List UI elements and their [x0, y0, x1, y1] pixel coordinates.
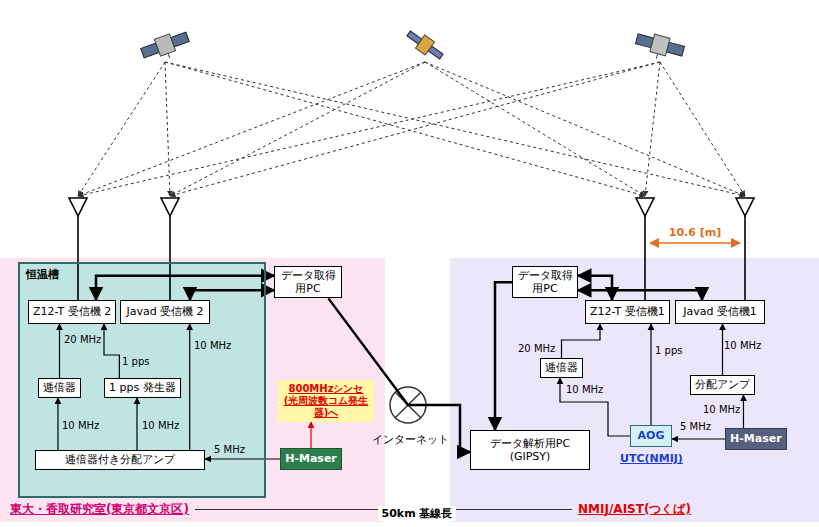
box-label: 800MHzシンセ(光周波数コム発生器)へ [283, 383, 369, 419]
label-text: 10.6 [m] [669, 226, 722, 239]
receiver-box: Javad 受信機1 [675, 300, 765, 324]
frequency-text: 5 MHz [680, 421, 711, 432]
site-region: NMIJ/AIST(つくば) データ取得用PC Z12-T 受信機1 Javad 受信… [450, 258, 819, 522]
signal-connector [190, 290, 274, 300]
frequency-label: 5 MHz [680, 421, 711, 432]
frequency-text: 1 pps [655, 345, 682, 356]
satellite [139, 28, 192, 66]
receiver-box: Javad 受信機 2 [120, 300, 210, 324]
signal-connector [136, 398, 137, 450]
frequency-text: 10 MHz [703, 404, 740, 415]
signal-connector [96, 276, 274, 300]
frequency-text: 20 MHz [518, 343, 555, 354]
box-label: 逓倍器 [545, 361, 578, 374]
frequency-label: 20 MHz [64, 334, 101, 345]
distribution-amp-box: 分配アンプ [690, 375, 755, 395]
pc-box: データ取得用PC [512, 266, 578, 298]
frequency-label: 10 MHz [142, 420, 179, 431]
frequency-label: 1 pps [655, 345, 682, 356]
frequency-label: 10 MHz [566, 384, 603, 395]
frequency-text: 5 MHz [214, 444, 245, 455]
label-text: インターネット [372, 433, 449, 446]
signal-connector [104, 324, 119, 378]
box-label: 分配アンプ [695, 378, 750, 391]
label-text: 50km 基線長 [382, 507, 453, 520]
box-label: 逓倍器 [43, 381, 76, 394]
multiplier-box: 逓倍器 [540, 358, 583, 378]
frequency-label: 10 MHz [194, 340, 231, 351]
frequency-text: 10 MHz [62, 420, 99, 431]
distance-arrow [650, 242, 740, 244]
baseline-label: 50km 基線長 [378, 506, 457, 521]
frequency-text: 10 MHz [724, 340, 761, 351]
satellite-signal [78, 62, 745, 196]
signal-connector [328, 298, 470, 452]
region-fill [18, 262, 266, 498]
antenna [69, 198, 754, 300]
region-heading: 恒温槽 [26, 267, 59, 282]
box-label: AOG [638, 429, 665, 442]
signal-connector [650, 324, 651, 425]
box-label: Z12-T 受信機1 [590, 305, 665, 318]
pc-box: データ取得用PC [274, 266, 342, 298]
aog-box: AOG [630, 425, 672, 447]
synth-note: 800MHzシンセ(光周波数コム発生器)へ [278, 380, 374, 422]
site-region: 東大・香取研究室(東京都文京区) 恒温槽 Z12-T 受信機 2 Javad 受信機 … [0, 258, 385, 522]
satellite [633, 30, 685, 65]
analysis-pc-box: データ解析用PC (GIPSY) [470, 430, 590, 470]
box-label: Javad 受信機1 [683, 305, 757, 318]
box-label: H-Maser [285, 452, 337, 465]
multiplier-box: 逓倍器 [38, 378, 81, 398]
distance-label: 10.6 [m] [669, 226, 722, 239]
frequency-label: 1 pps [122, 356, 149, 367]
frequency-label: 5 MHz [214, 444, 245, 455]
frequency-label: 20 MHz [518, 343, 555, 354]
frequency-text: 10 MHz [566, 384, 603, 395]
satellite [404, 27, 446, 63]
distribution-amp-box: 逓倍器付き分配アンプ [35, 450, 205, 470]
signal-connector [672, 438, 725, 439]
time-scale-label: UTC(NMIJ) [620, 452, 683, 465]
signal-connector [310, 422, 311, 448]
signal-connector [59, 324, 60, 378]
box-label: データ取得用PC [279, 269, 337, 295]
receiver-box: Z12-T 受信機 2 [28, 300, 116, 324]
box-label: 逓倍器付き分配アンプ [65, 453, 175, 466]
region-heading: 東大・香取研究室(東京都文京区) [10, 501, 189, 518]
maser-box: H-Maser [280, 448, 342, 470]
signal-connector [743, 395, 744, 428]
signal-connector [578, 290, 702, 300]
frequency-text: 10 MHz [194, 340, 231, 351]
frequency-label: 10 MHz [62, 420, 99, 431]
signal-connector [562, 324, 601, 358]
receiver-box: Z12-T 受信機1 [585, 300, 670, 324]
box-label: Javad 受信機 2 [126, 305, 203, 318]
signal-connector [495, 282, 512, 430]
box-label: Z12-T 受信機 2 [33, 305, 111, 318]
box-label: データ取得用PC [517, 269, 573, 295]
frequency-text: 10 MHz [142, 420, 179, 431]
region-fill [450, 258, 819, 522]
region-fill [0, 258, 385, 522]
frequency-text: 20 MHz [64, 334, 101, 345]
frequency-text: 1 pps [122, 356, 149, 367]
thermostat-chamber: 恒温槽 Z12-T 受信機 2 Javad 受信機 2 逓倍器 1 pps 発生器逓倍器… [18, 262, 266, 498]
box-label: データ解析用PC (GIPSY) [475, 437, 585, 463]
box-label: H-Maser [730, 432, 782, 445]
signal-connector [189, 324, 190, 450]
frequency-label: 10 MHz [724, 340, 761, 351]
box-label: 1 pps 発生器 [109, 381, 176, 394]
signal-connector [57, 398, 58, 450]
frequency-label: 10 MHz [703, 404, 740, 415]
signal-connector [722, 324, 723, 375]
network-label: インターネット [372, 432, 449, 447]
pps-generator-box: 1 pps 発生器 [104, 378, 181, 398]
signal-connector [205, 458, 280, 459]
region-heading: NMIJ/AIST(つくば) [578, 501, 691, 518]
maser-box: H-Maser [725, 428, 787, 450]
signal-connector [578, 276, 612, 300]
label-text: UTC(NMIJ) [620, 452, 683, 465]
signal-connector [560, 378, 630, 436]
